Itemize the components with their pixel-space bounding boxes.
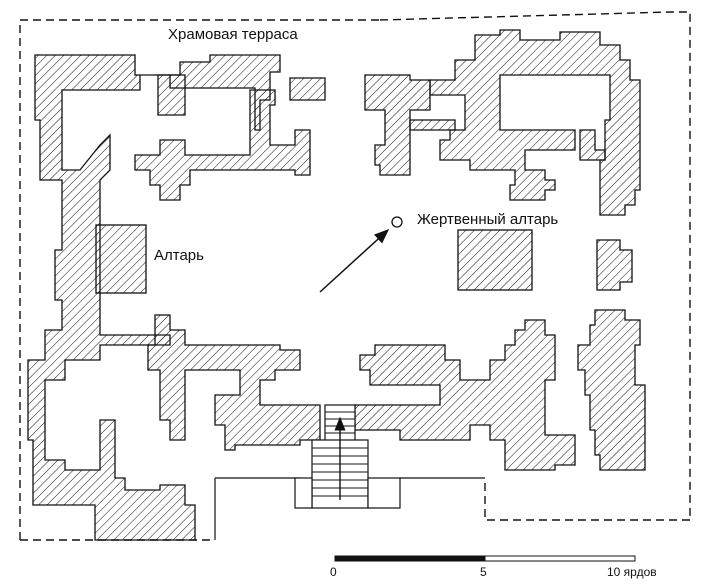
sacrificial-altar-block (457, 229, 533, 291)
central-staircase (294, 404, 401, 509)
left-top-notch (289, 77, 326, 101)
lower-right-building (354, 319, 576, 471)
left-wing-building (27, 54, 281, 541)
right-upper-mid-block (409, 119, 456, 131)
scale-tick-0: 0 (330, 565, 337, 579)
lower-right-corner-building (577, 309, 646, 471)
lower-left-building (147, 314, 321, 451)
sacrificial-altar-marker (391, 216, 403, 228)
scale-tick-5: 5 (480, 565, 487, 579)
right-upper-left-block (364, 74, 431, 176)
right-upper-inner-block (579, 129, 606, 161)
sacrificial-altar-label: Жертвенный алтарь (417, 211, 559, 228)
terrace-label: Храмовая терраса (168, 26, 298, 43)
left-inner-building (157, 74, 186, 116)
right-upper-building (429, 29, 641, 216)
altar-label: Алтарь (154, 247, 204, 264)
direction-arrow (319, 228, 390, 293)
scale-tick-10: 10 ярдов (607, 565, 657, 579)
right-small-block (596, 239, 633, 291)
left-inner-cross-building (134, 89, 311, 201)
altar-block (95, 224, 147, 294)
scale-bar (334, 555, 636, 562)
